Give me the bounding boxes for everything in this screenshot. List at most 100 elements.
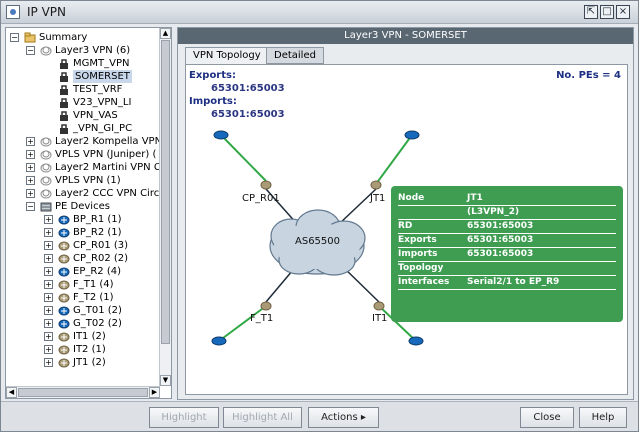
maximize-icon[interactable]: □ — [600, 5, 614, 19]
tree-item-label: V23_VPN_LI — [73, 96, 131, 109]
expand-icon[interactable]: + — [26, 163, 35, 172]
tree-item-label: _VPN_GI_PC — [73, 122, 132, 135]
node-label-f-t1: F_T1 — [250, 313, 273, 324]
vpn-tree[interactable]: −Summary−Layer3 VPN (6)MGMT_VPNSOMERSETT… — [5, 27, 172, 399]
highlight-button[interactable]: Highlight — [149, 407, 219, 428]
tab-vpn-topology[interactable]: VPN Topology — [185, 47, 269, 65]
tree-item-label: Layer2 Martini VPN C — [55, 161, 160, 174]
popup-row: Topology — [398, 263, 616, 276]
popup-row-label: Interfaces — [398, 277, 449, 287]
expand-icon[interactable]: + — [44, 228, 53, 237]
tree-item-label: Layer2 CCC VPN Circ — [55, 187, 159, 200]
scroll-down-icon[interactable]: ▼ — [160, 375, 171, 386]
popup-row-label: Imports — [398, 249, 437, 259]
tree-item-label: CP_R02 (2) — [73, 252, 128, 265]
tree-items: −Summary−Layer3 VPN (6)MGMT_VPNSOMERSETT… — [6, 28, 160, 386]
tree-item-label: Layer2 Kompella VPN — [55, 135, 160, 148]
expand-icon[interactable]: + — [44, 215, 53, 224]
window-title: IP VPN — [27, 5, 66, 19]
tree-item-label: IT1 (2) — [73, 330, 106, 343]
tree-item-label: PE Devices — [55, 200, 110, 213]
popup-row-label: RD — [398, 221, 412, 231]
tree-item-label: VPN_VAS — [73, 109, 118, 122]
node-label-jt1: JT1 — [370, 193, 385, 204]
scroll-up-icon[interactable]: ▲ — [160, 28, 171, 39]
collapse-icon[interactable]: − — [26, 46, 35, 55]
node-label-it1: IT1 — [372, 313, 387, 324]
popup-row: Interfaces Serial2/1 to EP_R9 — [398, 277, 616, 290]
collapse-icon[interactable]: − — [26, 202, 35, 211]
tree-item-label: VPLS VPN (1) — [55, 174, 121, 187]
link-cp-r01 — [221, 135, 266, 181]
tree-item-label: EP_R2 (4) — [73, 265, 121, 278]
tree-item-label: SOMERSET — [73, 70, 132, 83]
tree-item-label: Layer3 VPN (6) — [55, 44, 130, 57]
tree-item-label: F_T2 (1) — [73, 291, 114, 304]
popup-row-value: Serial2/1 to EP_R9 — [467, 277, 559, 287]
popup-row: Exports 65301:65003 — [398, 235, 616, 248]
tree-horizontal-scrollbar[interactable]: ◀ ▶ — [6, 386, 160, 398]
scroll-left-icon[interactable]: ◀ — [6, 387, 17, 398]
popup-row-value: JT1 — [467, 193, 483, 203]
expand-icon[interactable]: + — [44, 241, 53, 250]
expand-icon[interactable]: + — [26, 189, 35, 198]
app-icon — [6, 5, 20, 19]
close-icon[interactable]: × — [616, 5, 630, 19]
tree-item-label: G_T01 (2) — [73, 304, 122, 317]
close-button[interactable]: Close — [520, 407, 574, 428]
scroll-thumb[interactable] — [161, 40, 170, 344]
tab-detailed[interactable]: Detailed — [266, 47, 324, 64]
expand-icon[interactable]: + — [26, 150, 35, 159]
expand-icon[interactable]: + — [26, 176, 35, 185]
help-button[interactable]: Help — [579, 407, 627, 428]
node-details-popup: NodeJT1(L3VPN_2)RD65301:65003Exports6530… — [391, 186, 623, 322]
popup-row-label: Node — [398, 193, 424, 203]
tree-item-label: BP_R1 (1) — [73, 213, 122, 226]
title-bar[interactable]: IP VPN ⇱ □ × — [1, 1, 638, 24]
popup-row-value: 65301:65003 — [467, 235, 533, 245]
popup-row: RD65301:65003 — [398, 221, 616, 234]
expand-icon[interactable]: + — [44, 319, 53, 328]
undock-icon[interactable]: ⇱ — [584, 5, 598, 19]
button-bar: Highlight Highlight All Actions ▸ Close … — [1, 401, 638, 431]
popup-row-label: Exports — [398, 235, 437, 245]
actions-button[interactable]: Actions ▸ — [308, 407, 379, 428]
popup-row-value: 65301:65003 — [467, 249, 533, 259]
link-jt1 — [376, 135, 412, 184]
popup-row: Imports 65301:65003 — [398, 249, 616, 262]
tree-item-label: JT1 (2) — [73, 356, 106, 369]
topology-canvas[interactable]: Exports: 65301:65003 Imports: 65301:6500… — [185, 64, 628, 395]
expand-icon[interactable]: + — [44, 254, 53, 263]
collapse-icon[interactable]: − — [10, 33, 19, 42]
expand-icon[interactable]: + — [44, 332, 53, 341]
tree-item-label: F_T1 (4) — [73, 278, 114, 291]
tree-item-label: G_T02 (2) — [73, 317, 122, 330]
highlight-all-button[interactable]: Highlight All — [223, 407, 302, 428]
expand-icon[interactable]: + — [44, 358, 53, 367]
expand-icon[interactable]: + — [44, 280, 53, 289]
panel-header: Layer3 VPN - SOMERSET — [178, 28, 633, 44]
popup-row: Node JT1 — [398, 193, 616, 206]
chevron-right-icon: ▸ — [361, 412, 366, 423]
expand-icon[interactable]: + — [44, 267, 53, 276]
expand-icon[interactable]: + — [26, 137, 35, 146]
cloud-label: AS65500 — [295, 236, 340, 247]
expand-icon[interactable]: + — [44, 306, 53, 315]
tree-item-label: IT2 (1) — [73, 343, 106, 356]
actions-label: Actions — [321, 412, 358, 423]
tree-item-label: TEST_VRF — [73, 83, 122, 96]
scroll-right-icon[interactable]: ▶ — [149, 387, 160, 398]
expand-icon[interactable]: + — [44, 345, 53, 354]
tree-item-label: BP_R2 (1) — [73, 226, 122, 239]
tree-item-label: CP_R01 (3) — [73, 239, 128, 252]
popup-row: (L3VPN_2) — [398, 207, 616, 220]
node-label-cp-r01: CP_R01 — [242, 193, 280, 204]
tree-item-label: Summary — [39, 31, 87, 44]
scroll-thumb[interactable] — [18, 388, 148, 397]
expand-icon[interactable]: + — [44, 293, 53, 302]
tree-vertical-scrollbar[interactable]: ▲ ▼ — [159, 28, 171, 386]
tree-item-label: VPLS VPN (Juniper) ( — [55, 148, 156, 161]
tree-item-label: MGMT_VPN — [73, 57, 129, 70]
vpn-details-panel: Layer3 VPN - SOMERSET VPN Topology Detai… — [177, 27, 634, 400]
